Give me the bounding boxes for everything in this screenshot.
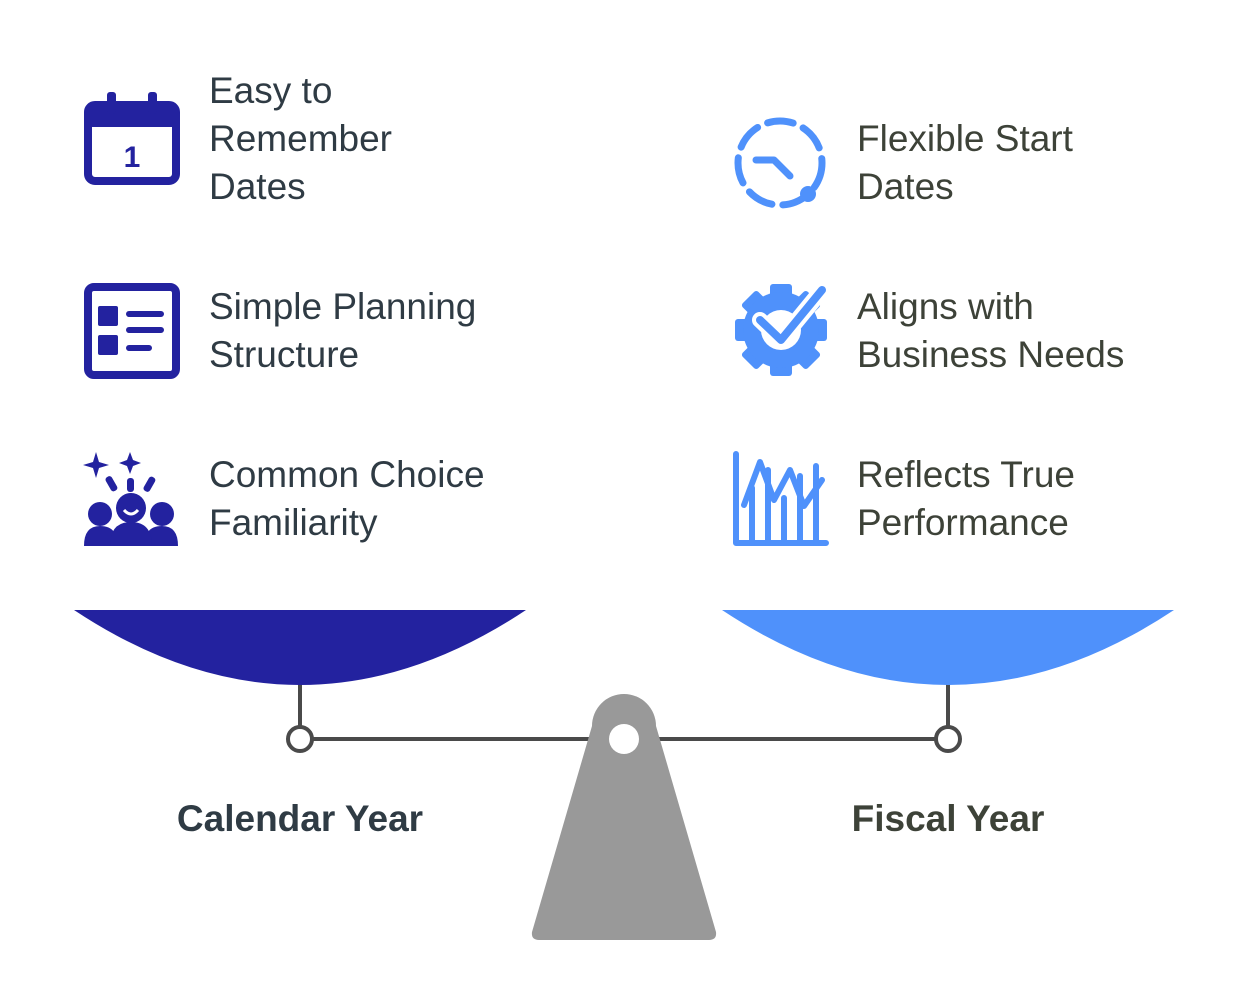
item-line: Dates <box>209 166 306 207</box>
item-line: Flexible Start <box>857 118 1073 159</box>
cheering-group-icon <box>83 452 178 546</box>
item-line: Remember <box>209 118 392 159</box>
item-line: Reflects True <box>857 454 1075 495</box>
right-item-reflects-performance: Reflects True Performance <box>857 451 1075 547</box>
fiscal-year-label: Fiscal Year <box>851 798 1045 839</box>
calendar-icon: 1 <box>84 92 180 185</box>
item-line: Performance <box>857 502 1069 543</box>
item-line: Business Needs <box>857 334 1125 375</box>
left-joint <box>286 725 314 753</box>
item-line: Aligns with <box>857 286 1034 327</box>
item-line: Easy to <box>209 70 333 111</box>
left-pan <box>74 610 526 685</box>
left-item-simple-planning: Simple Planning Structure <box>209 283 476 379</box>
calendar-year-label: Calendar Year <box>176 798 424 839</box>
item-line: Common Choice <box>209 454 485 495</box>
dashed-clock-icon <box>734 117 826 209</box>
stand-pivot <box>609 724 639 754</box>
calendar-day-number: 1 <box>124 141 141 174</box>
checklist-icon <box>84 283 180 379</box>
item-line: Simple Planning <box>209 286 477 327</box>
item-line: Structure <box>209 334 360 375</box>
scale-stand <box>531 694 717 940</box>
gear-check-icon <box>735 282 830 376</box>
left-item-common-choice: Common Choice Familiarity <box>209 451 485 547</box>
right-item-aligns-business: Aligns with Business Needs <box>857 283 1124 379</box>
right-item-flexible-start: Flexible Start Dates <box>857 115 1073 211</box>
right-joint <box>934 725 962 753</box>
left-item-easy-to-remember: Easy to Remember Dates <box>209 67 392 211</box>
item-line: Dates <box>857 166 954 207</box>
item-line: Familiarity <box>209 502 378 543</box>
right-pan <box>722 610 1174 685</box>
line-chart-icon <box>733 451 829 546</box>
